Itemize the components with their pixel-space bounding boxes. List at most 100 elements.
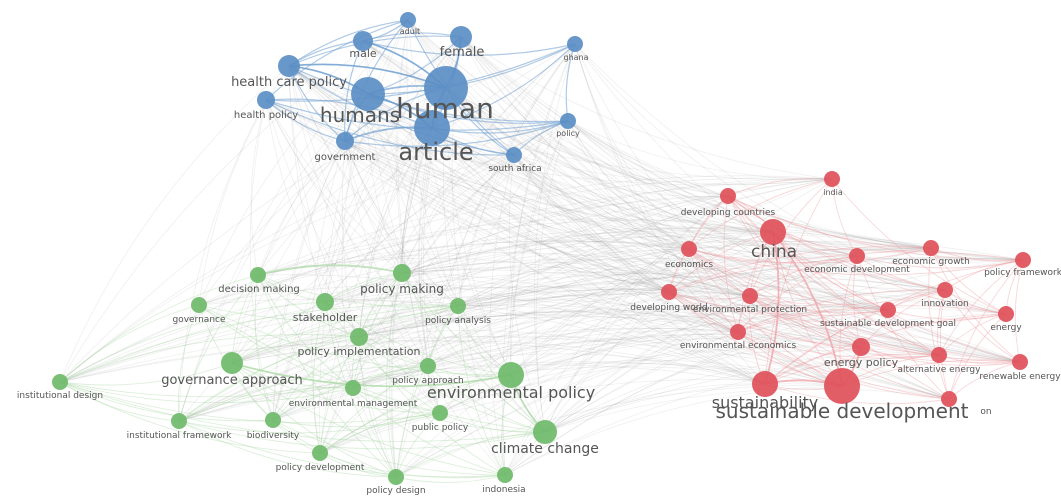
edge-health-policy-policy-making — [265, 99, 403, 274]
edge-india-institutional-design — [59, 178, 833, 383]
node-renewable-energy[interactable] — [1012, 354, 1028, 370]
edge-policy-framework-governance — [198, 230, 1024, 306]
node-policy-approach[interactable] — [420, 358, 436, 374]
node-economic-growth[interactable] — [923, 240, 939, 256]
edge-sustainable-development-goal-policy-making — [401, 259, 889, 311]
edge-humans-governance-approach — [231, 93, 369, 364]
node-innovation[interactable] — [937, 282, 953, 298]
node-hidden-red[interactable] — [941, 391, 957, 407]
edge-health-care-policy-sustainability — [288, 65, 766, 385]
node-government[interactable] — [336, 132, 354, 150]
node-institutional-framework[interactable] — [171, 413, 187, 429]
node-policy[interactable] — [560, 113, 576, 129]
edge-article-economic-development — [431, 127, 858, 257]
node-biodiversity[interactable] — [265, 412, 281, 428]
node-humans[interactable] — [351, 77, 385, 111]
edge-economics-environmental-economics — [688, 248, 739, 333]
edge-environmental-economics-policy-analysis — [457, 299, 739, 333]
node-developing-countries[interactable] — [720, 188, 736, 204]
edge-female-health-care-policy — [288, 35, 462, 67]
node-environmental-economics[interactable] — [730, 324, 746, 340]
edge-developing-countries-policy-development — [319, 195, 729, 454]
edge-china-sustainable-development — [772, 231, 843, 387]
node-sustainability[interactable] — [752, 371, 778, 397]
node-human[interactable] — [424, 66, 468, 110]
edge-environmental-economics-institutional-framework — [178, 327, 739, 422]
edge-sustainability-governance — [198, 298, 766, 385]
edge-policy-making-environmental-policy — [401, 272, 512, 376]
node-environmental-policy[interactable] — [498, 362, 524, 388]
edge-india-sustainability — [764, 178, 833, 385]
edge-energy-policy-analysis — [457, 276, 1007, 315]
edge-economic-growth-decision-making — [257, 219, 932, 276]
label-human: human — [396, 92, 494, 125]
edge-sustainable-development-china — [772, 231, 843, 387]
edge-governance-approach-environmental-management — [231, 362, 354, 389]
node-south-africa[interactable] — [506, 147, 522, 163]
node-health-care-policy[interactable] — [278, 55, 300, 77]
edge-india-biodiversity — [272, 178, 833, 421]
edge-policy-policy-design — [395, 120, 569, 478]
node-stakeholder[interactable] — [316, 293, 334, 311]
edge-female-economics — [460, 36, 690, 250]
node-environmental-management[interactable] — [345, 380, 361, 396]
node-institutional-design[interactable] — [52, 374, 68, 390]
edge-policy-india — [567, 120, 833, 180]
node-female[interactable] — [450, 26, 472, 48]
node-policy-analysis[interactable] — [450, 298, 466, 314]
edge-renewable-energy-sustainable-development — [841, 359, 1021, 387]
node-male[interactable] — [353, 31, 373, 51]
edge-policy-economics — [567, 120, 690, 250]
edge-health-care-policy-alternative-energy — [288, 65, 940, 356]
node-policy-making[interactable] — [393, 264, 411, 282]
node-energy[interactable] — [998, 306, 1014, 322]
node-alternative-energy[interactable] — [931, 347, 947, 363]
node-policy-framework[interactable] — [1015, 252, 1031, 268]
label-government: government — [315, 152, 376, 163]
node-policy-design[interactable] — [388, 469, 404, 485]
node-sustainable-development[interactable] — [824, 368, 860, 404]
edge-renewable-energy-institutional-framework — [178, 336, 1021, 422]
node-health-policy[interactable] — [257, 91, 275, 109]
node-environmental-protection[interactable] — [742, 288, 758, 304]
edge-sustainability-policy-approach — [427, 353, 766, 385]
edge-environmental-protection-alternative-energy — [749, 295, 940, 356]
edge-decision-making-biodiversity — [254, 274, 274, 421]
node-policy-development[interactable] — [312, 445, 328, 461]
node-decision-making[interactable] — [250, 267, 266, 283]
edge-energy-policy-policy-making — [401, 269, 862, 348]
node-governance[interactable] — [191, 297, 207, 313]
node-public-policy[interactable] — [432, 405, 448, 421]
edge-policy-analysis-institutional-framework — [178, 305, 459, 422]
node-policy-implementation[interactable] — [350, 328, 368, 346]
node-china[interactable] — [760, 219, 786, 245]
node-indonesia[interactable] — [497, 467, 513, 483]
node-article[interactable] — [414, 110, 450, 146]
node-sustainable-development-goal[interactable] — [880, 302, 896, 318]
edge-environmental-economics-environmental-management — [352, 328, 739, 389]
edge-policy-developing-countries — [567, 120, 729, 197]
edge-energy-hidden-red — [948, 313, 1007, 400]
edge-institutional-framework-climate-change — [178, 420, 546, 450]
node-economic-development[interactable] — [849, 248, 865, 264]
edge-policy-making-climate-change — [401, 272, 546, 433]
edge-developing-world-institutional-design — [59, 286, 670, 383]
node-climate-change[interactable] — [533, 420, 557, 444]
edge-alternative-energy-policy-development — [319, 350, 940, 454]
node-energy-policy[interactable] — [852, 338, 870, 356]
node-economics[interactable] — [681, 241, 697, 257]
edge-human-sustainable-development-goal — [445, 87, 889, 311]
label-ghana: ghana — [563, 53, 588, 62]
node-india[interactable] — [824, 171, 840, 187]
edge-china-institutional-framework — [178, 231, 774, 422]
edge-policy-climate-change — [535, 120, 569, 433]
node-ghana[interactable] — [567, 36, 583, 52]
edge-policy-institutional-design — [59, 120, 569, 383]
edge-innovation-policy-design — [395, 289, 946, 478]
edge-economic-growth-energy — [930, 247, 1007, 315]
node-adult[interactable] — [400, 12, 416, 28]
node-governance-approach[interactable] — [221, 352, 243, 374]
edge-innovation-governance-approach — [231, 275, 946, 364]
label-environmental-policy: environmental policy — [427, 383, 595, 402]
node-developing-world[interactable] — [661, 284, 677, 300]
